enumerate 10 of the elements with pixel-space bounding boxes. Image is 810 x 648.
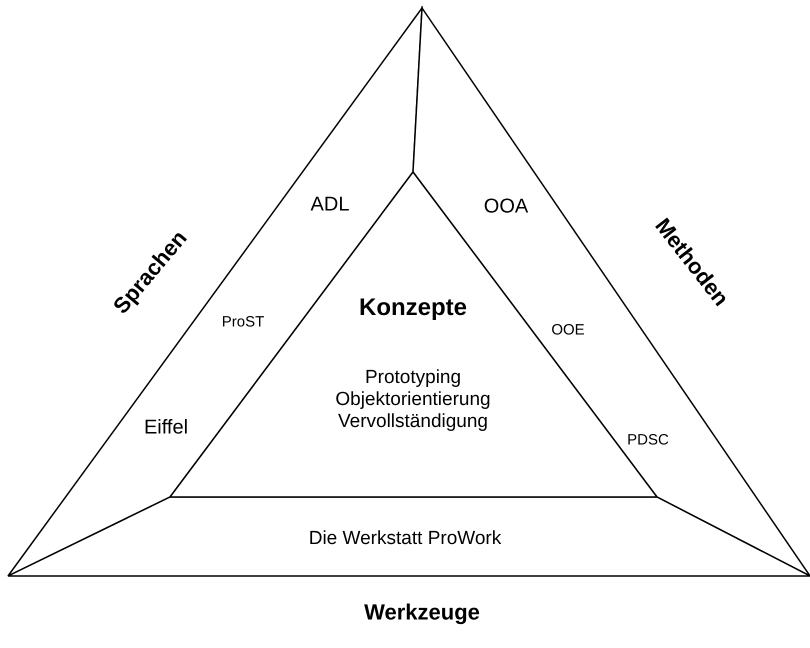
item-label: ProST <box>222 313 264 331</box>
item-label: OOE <box>551 321 585 339</box>
item-label: PDSC <box>627 431 669 449</box>
item-label: Eiffel <box>144 416 188 440</box>
concept-list: Prototyping Objektorientierung Vervollständigung <box>303 367 523 433</box>
item-label: Die Werkstatt ProWork <box>308 528 502 550</box>
item-label: OOA <box>484 196 528 218</box>
heading-label: Konzepte <box>359 294 467 322</box>
heading-label: Werkzeuge <box>364 599 480 625</box>
item-label: ADL <box>310 194 350 216</box>
